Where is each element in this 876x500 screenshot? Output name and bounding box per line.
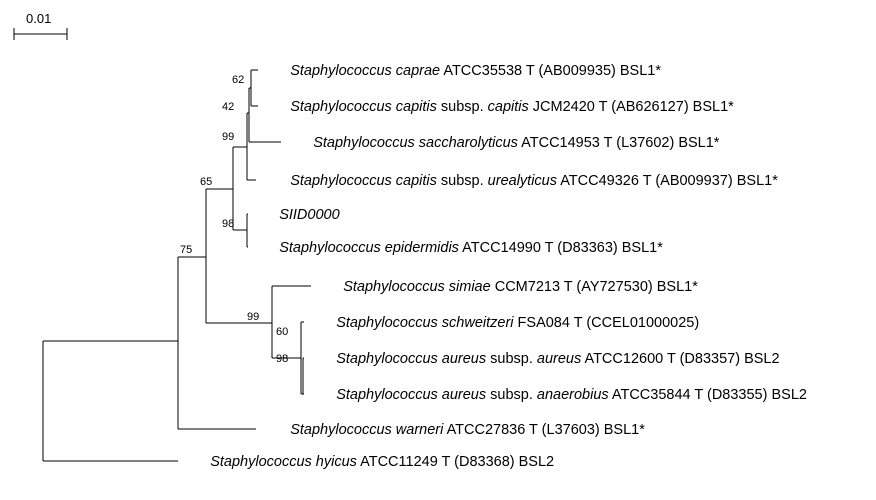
bootstrap-75: 75 xyxy=(180,244,192,256)
taxon-label-capitis-urealyticus: Staphylococcus capitis subsp. urealyticu… xyxy=(262,173,798,189)
scale-bar-label: 0.01 xyxy=(26,11,51,26)
taxon-label-hyicus: Staphylococcus hyicus ATCC11249 T (D8336… xyxy=(182,454,574,470)
scale-bar: 0.01 xyxy=(13,11,68,40)
bootstrap-98-a: 98 xyxy=(222,218,234,230)
taxon-labels: Staphylococcus caprae ATCC35538 T (AB009… xyxy=(182,63,827,470)
taxon-label-schweitzeri: Staphylococcus schweitzeri FSA084 T (CCE… xyxy=(308,315,719,331)
taxon-label-epidermidis: Staphylococcus epidermidis ATCC14990 T (… xyxy=(251,240,683,256)
bootstrap-62: 62 xyxy=(232,74,244,86)
taxon-label-capitis-capitis: Staphylococcus capitis subsp. capitis JC… xyxy=(262,99,754,115)
bootstrap-99-b: 99 xyxy=(247,311,259,323)
taxon-label-aureus-aureus: Staphylococcus aureus subsp. aureus ATCC… xyxy=(308,351,800,367)
taxon-label-simiae: Staphylococcus simiae CCM7213 T (AY72753… xyxy=(315,279,718,295)
bootstrap-98-b: 98 xyxy=(276,353,288,365)
taxon-label-caprae: Staphylococcus caprae ATCC35538 T (AB009… xyxy=(262,63,681,79)
bootstrap-values: 62 42 99 65 98 75 99 60 98 xyxy=(180,74,288,365)
bootstrap-65: 65 xyxy=(200,176,212,188)
taxon-label-saccharolyticus: Staphylococcus saccharolyticus ATCC14953… xyxy=(285,135,740,151)
bootstrap-60: 60 xyxy=(276,326,288,338)
taxon-label-siid0000: SIID0000 xyxy=(251,207,360,223)
tree-branches xyxy=(42,69,311,462)
taxon-label-aureus-anaerobius: Staphylococcus aureus subsp. anaerobius … xyxy=(308,387,827,403)
taxon-label-warneri: Staphylococcus warneri ATCC27836 T (L376… xyxy=(262,422,665,438)
bootstrap-42: 42 xyxy=(222,101,234,113)
bootstrap-99-a: 99 xyxy=(222,131,234,143)
